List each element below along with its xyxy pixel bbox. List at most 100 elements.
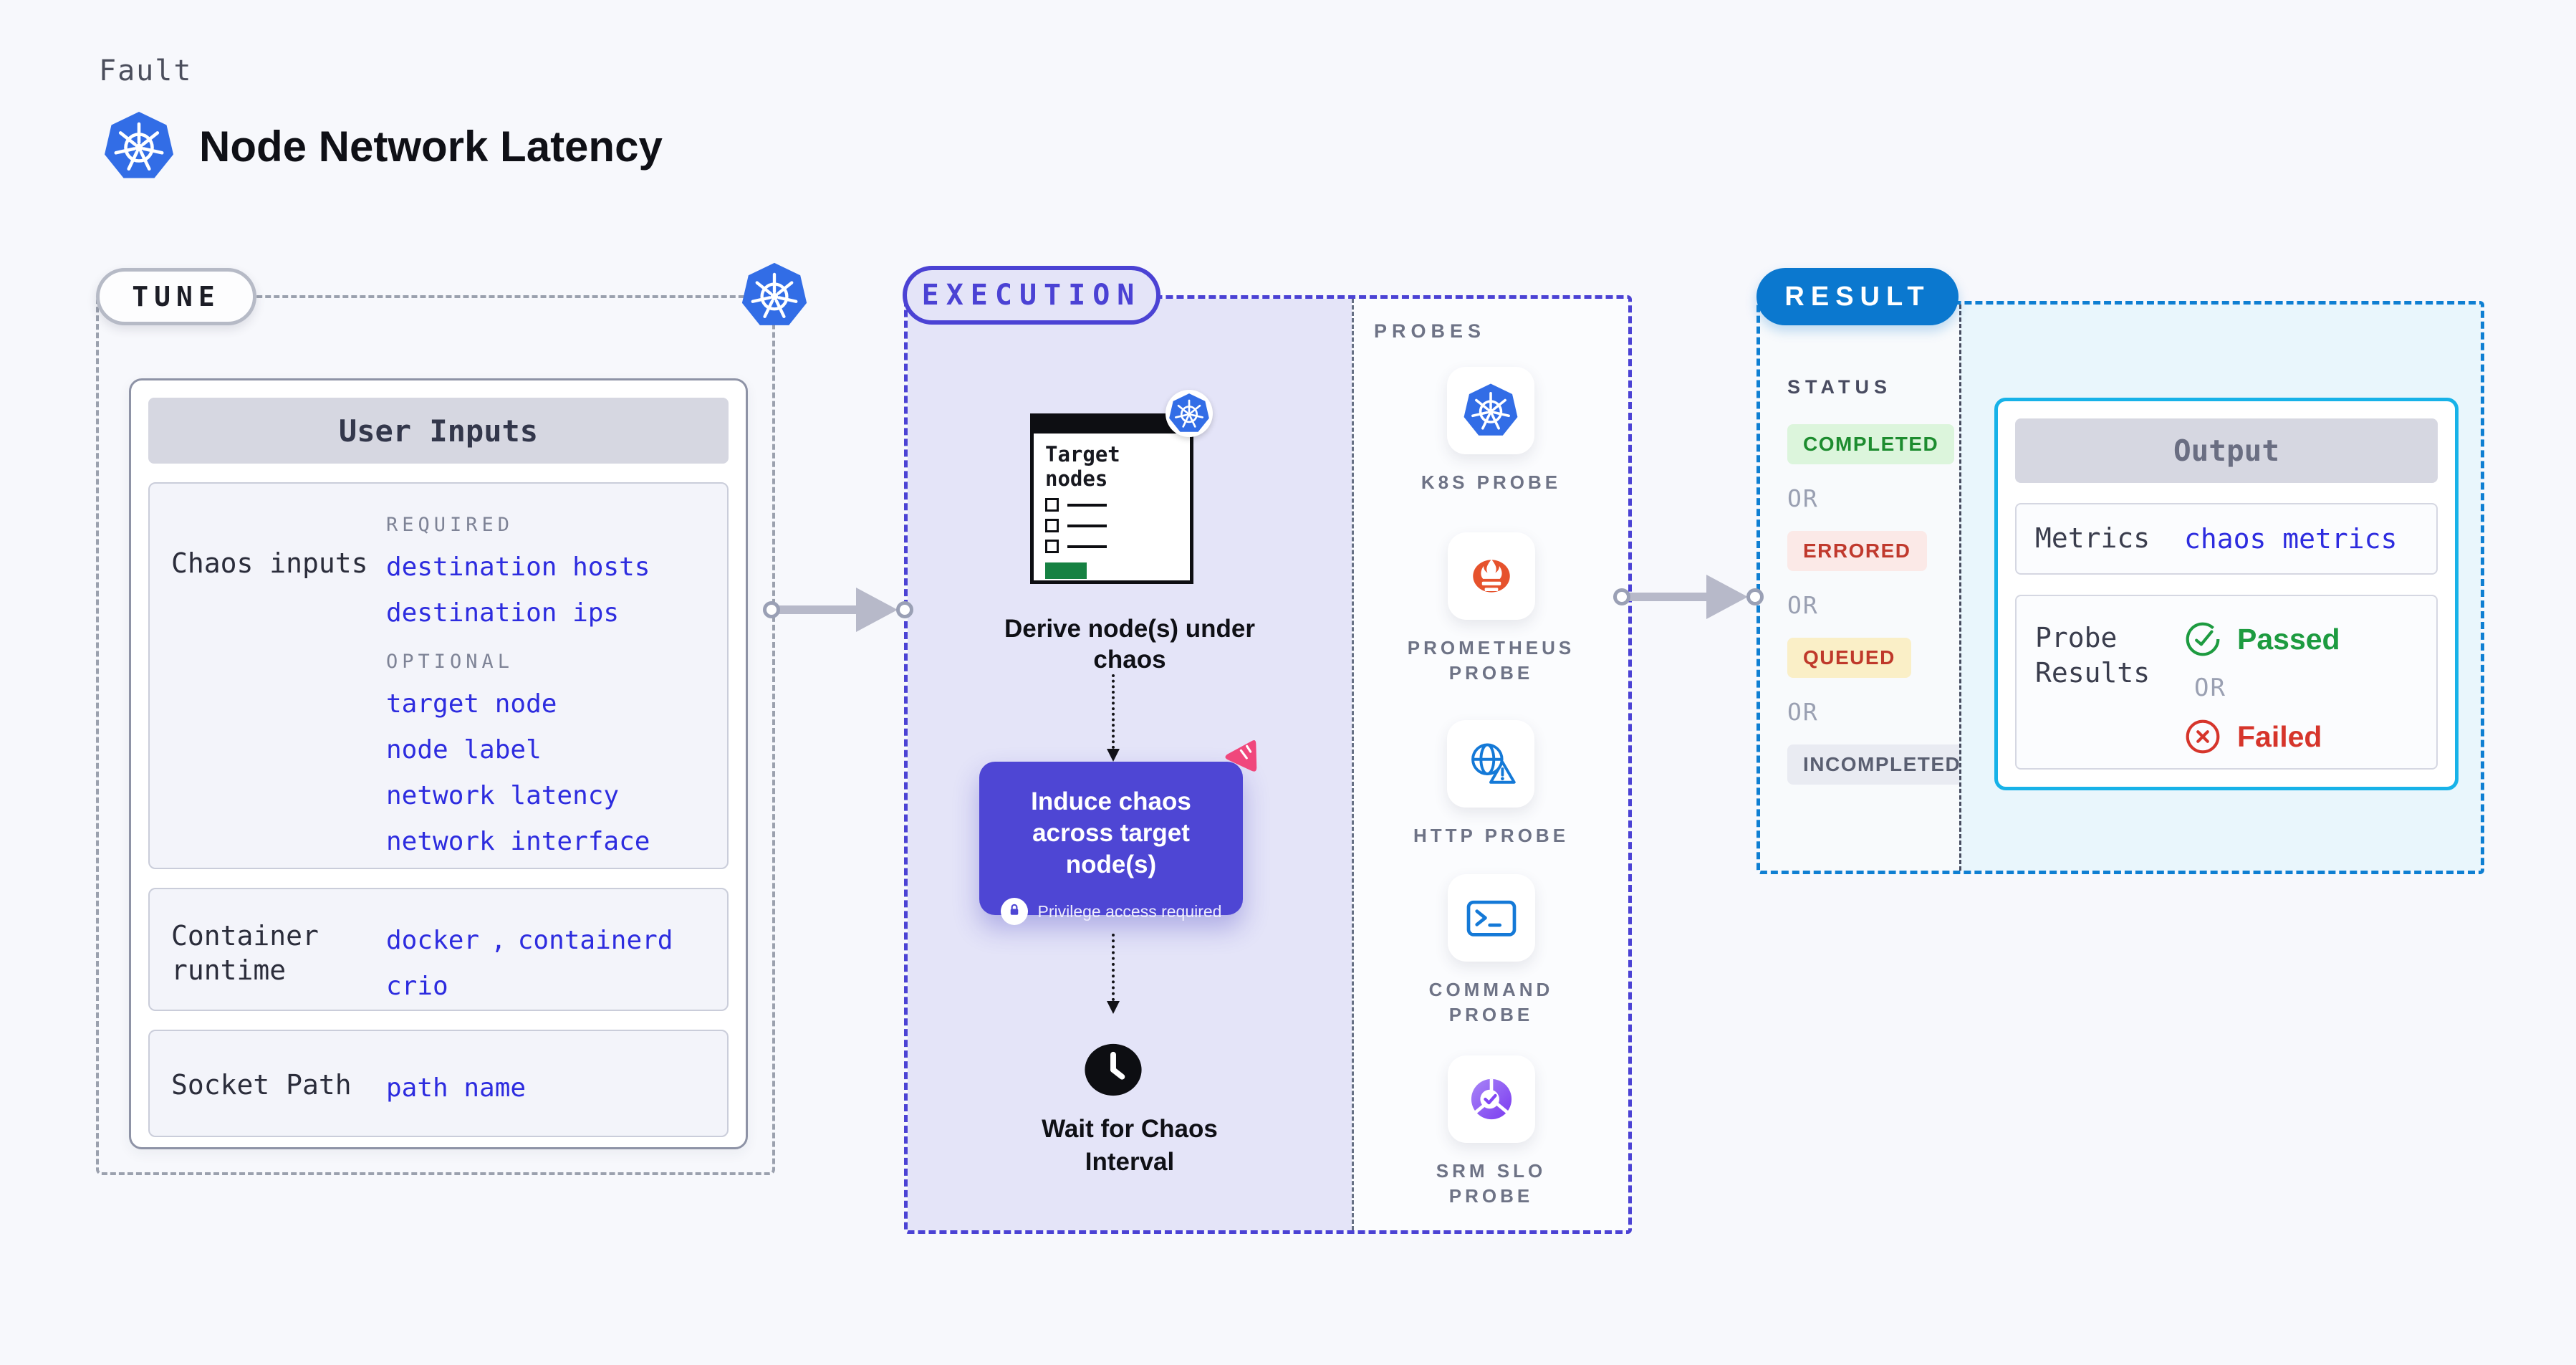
kubernetes-icon bbox=[1463, 383, 1519, 439]
runtime-link-crio[interactable]: crio bbox=[386, 972, 448, 1001]
kubernetes-icon bbox=[741, 261, 808, 330]
output-panel: Output Metrics chaos metrics Probe Resul… bbox=[1959, 305, 2481, 871]
chaos-inputs-row: Chaos inputs REQUIRED destination hosts … bbox=[148, 482, 729, 869]
probe-icon-card bbox=[1447, 720, 1535, 808]
check-circle-icon bbox=[2184, 621, 2221, 658]
arrow-head bbox=[1107, 749, 1120, 762]
x-circle-icon bbox=[2184, 718, 2221, 755]
failed-label: Failed bbox=[2237, 719, 2322, 753]
input-link-network-latency[interactable]: network latency bbox=[386, 781, 620, 810]
lock-badge bbox=[1000, 898, 1028, 926]
http-globe-icon bbox=[1463, 736, 1519, 792]
metrics-value-link[interactable]: chaos metrics bbox=[2184, 523, 2398, 555]
probe-icon-card bbox=[1447, 1055, 1535, 1143]
input-link-network-interface[interactable]: network interface bbox=[386, 827, 650, 856]
or-label: OR bbox=[2194, 674, 2226, 702]
chaos-inputs-values: REQUIRED destination hosts destination i… bbox=[386, 484, 650, 868]
input-link-destination-hosts[interactable]: destination hosts bbox=[386, 552, 650, 582]
status-heading: STATUS bbox=[1787, 376, 1892, 398]
induce-chaos-label: Induce chaos across target node(s) bbox=[1031, 787, 1191, 879]
prometheus-icon bbox=[1464, 548, 1519, 604]
result-section-pill: RESULT bbox=[1756, 268, 1959, 325]
probe-icon-card bbox=[1447, 367, 1535, 454]
input-link-destination-ips[interactable]: destination ips bbox=[386, 598, 620, 628]
runtime-link-containerd[interactable]: containerd bbox=[517, 926, 673, 955]
probe-label: SRM SLO PROBE bbox=[1436, 1159, 1547, 1207]
optional-heading: OPTIONAL bbox=[386, 651, 514, 673]
or-label: OR bbox=[1787, 484, 1819, 512]
window-green-button[interactable] bbox=[1045, 562, 1087, 580]
connector-dot bbox=[896, 601, 913, 618]
user-inputs-header: User Inputs bbox=[148, 398, 729, 464]
metrics-row: Metrics chaos metrics bbox=[2015, 503, 2438, 575]
status-badge-queued: QUEUED bbox=[1787, 638, 1911, 678]
container-runtime-label: Container runtime bbox=[171, 920, 319, 986]
output-card: Output Metrics chaos metrics Probe Resul… bbox=[1994, 398, 2459, 790]
output-card-header: Output bbox=[2015, 418, 2438, 483]
connector-dot bbox=[1613, 588, 1630, 605]
probe-icon-card bbox=[1447, 532, 1535, 621]
litmus-chaos-icon bbox=[1219, 738, 1260, 779]
checkbox-icon[interactable] bbox=[1045, 519, 1059, 533]
or-label: OR bbox=[1787, 698, 1819, 726]
probe-results-values: Passed OR Failed bbox=[2184, 621, 2340, 768]
clock-icon bbox=[1080, 1038, 1147, 1101]
or-label: OR bbox=[1787, 591, 1819, 619]
checkbox-icon[interactable] bbox=[1045, 540, 1059, 554]
target-nodes-title: Target nodes bbox=[1045, 442, 1120, 491]
node-line bbox=[1067, 545, 1107, 548]
node-checkbox-row bbox=[1045, 519, 1190, 533]
probe-item-srm-slo: SRM SLO PROBE bbox=[1402, 1055, 1581, 1209]
result-section-box: STATUS COMPLETED OR ERRORED OR QUEUED OR… bbox=[1756, 301, 2484, 874]
status-column: STATUS COMPLETED OR ERRORED OR QUEUED OR… bbox=[1760, 305, 1977, 871]
slo-pie-icon bbox=[1464, 1071, 1519, 1127]
socket-path-label: Socket Path bbox=[171, 1069, 352, 1101]
node-line bbox=[1067, 504, 1107, 507]
probes-panel: PROBES K8S PROBE PROMETHEUS PROBE HTTP P… bbox=[1352, 299, 1628, 1230]
socket-link-path-name[interactable]: path name bbox=[386, 1073, 527, 1103]
probe-item-prometheus: PROMETHEUS PROBE bbox=[1402, 532, 1581, 686]
probe-icon-card bbox=[1447, 874, 1535, 962]
node-line bbox=[1067, 525, 1107, 527]
runtime-link-docker[interactable]: docker bbox=[386, 926, 480, 955]
arrow-head bbox=[1107, 1001, 1120, 1014]
privilege-note-label: Privilege access required bbox=[1037, 901, 1222, 921]
runtime-separator: , bbox=[491, 926, 506, 955]
passed-result-row: Passed bbox=[2184, 621, 2340, 658]
status-badge-errored: ERRORED bbox=[1787, 531, 1927, 571]
execution-flow-area: Target nodes bbox=[908, 299, 1352, 1230]
arrow-line bbox=[1625, 593, 1719, 601]
probe-label: PROMETHEUS PROBE bbox=[1407, 637, 1575, 684]
probes-heading: PROBES bbox=[1374, 320, 1486, 342]
required-heading: REQUIRED bbox=[386, 514, 514, 536]
passed-label: Passed bbox=[2237, 622, 2340, 656]
tune-section-box bbox=[96, 295, 775, 1175]
connector-dot bbox=[1746, 588, 1764, 605]
container-runtime-row: Container runtime docker , containerd cr… bbox=[148, 888, 729, 1011]
input-link-node-label[interactable]: node label bbox=[386, 735, 542, 765]
user-inputs-card: User Inputs Chaos inputs REQUIRED destin… bbox=[129, 378, 748, 1149]
socket-path-row: Socket Path path name bbox=[148, 1030, 729, 1137]
dotted-flow-arrow bbox=[1107, 934, 1120, 1014]
window-body: Target nodes bbox=[1034, 417, 1190, 580]
lock-icon bbox=[1006, 901, 1023, 921]
probe-label: HTTP PROBE bbox=[1413, 825, 1570, 847]
arrow-head bbox=[856, 588, 898, 632]
induce-chaos-step-card: Induce chaos across target node(s) Privi… bbox=[979, 762, 1243, 926]
probe-item-http: HTTP PROBE bbox=[1413, 720, 1569, 848]
arrow-head bbox=[1706, 575, 1748, 619]
probe-label: COMMAND PROBE bbox=[1428, 979, 1554, 1026]
target-nodes-window: Target nodes bbox=[1030, 390, 1213, 584]
input-link-target-node[interactable]: target node bbox=[386, 689, 557, 719]
page-title-row: Node Network Latency bbox=[103, 109, 663, 183]
container-runtime-values: docker , containerd crio bbox=[386, 889, 673, 1010]
wait-interval-step-label: Wait for Chaos Interval bbox=[1042, 1115, 1218, 1177]
terminal-icon bbox=[1464, 890, 1519, 946]
checkbox-icon[interactable] bbox=[1045, 498, 1059, 512]
chaos-inputs-label: Chaos inputs bbox=[171, 547, 368, 579]
probe-label: K8S PROBE bbox=[1421, 471, 1562, 493]
execution-section-pill: EXECUTION bbox=[903, 266, 1160, 325]
metrics-label: Metrics bbox=[2035, 522, 2150, 555]
probe-results-row: Probe Results Passed OR Failed bbox=[2015, 595, 2438, 770]
